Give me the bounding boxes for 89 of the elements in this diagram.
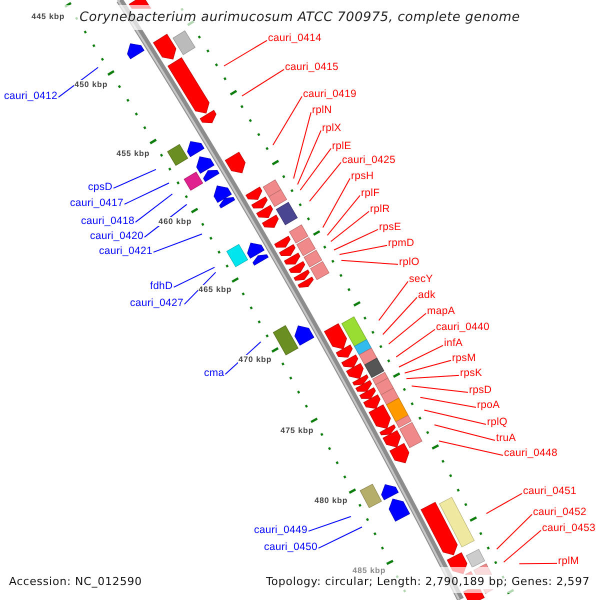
genome-summary-text: Topology: circular; Length: 2,790,189 bp; Genes: 2,597 — [266, 576, 590, 588]
leader-line — [300, 148, 332, 191]
tick-label: 470 kbp — [238, 354, 273, 364]
gene-label: cma — [204, 367, 224, 379]
gene-label: adk — [418, 289, 436, 301]
leader-line — [496, 514, 532, 550]
accession-text: Accession: NC_012590 — [9, 576, 142, 588]
leader-line — [318, 526, 362, 549]
leader-line — [434, 424, 496, 441]
leader-line — [406, 374, 460, 380]
leader-line — [308, 516, 352, 532]
gene-label: cauri_0414 — [268, 32, 322, 44]
gene-label: rplX — [322, 122, 342, 134]
gene-label: rpsK — [460, 367, 482, 379]
gene-label: fdhD — [150, 280, 173, 292]
tick-label: 475 kbp — [280, 426, 315, 434]
leader-line — [486, 492, 522, 514]
tick-label: 450 kbp — [74, 80, 109, 88]
gene-label: cauri_0415 — [285, 61, 338, 73]
gene-label: cauri_0450 — [264, 541, 318, 553]
gene-label: cauri_0453 — [542, 522, 596, 534]
leader-line — [152, 234, 202, 253]
tick-label: 465 kbp — [198, 284, 233, 294]
gene-label: cauri_0427 — [130, 297, 184, 309]
leader-line — [184, 272, 216, 305]
gene-label: cauri_0418 — [81, 215, 134, 227]
gene-label: cauri_0440 — [436, 321, 490, 333]
gene-label: rpsM — [452, 352, 476, 364]
leader-line — [113, 168, 156, 189]
gene-label: cauri_0412 — [4, 90, 58, 102]
leader-line — [297, 130, 322, 185]
leader-line — [438, 440, 504, 456]
tick-label: 480 kbp — [314, 496, 349, 504]
gene-label: cpsD — [88, 181, 113, 193]
leader-line — [398, 344, 444, 368]
leader-line — [309, 162, 342, 202]
leader-line — [411, 386, 468, 393]
gene-label: rplF — [361, 187, 380, 199]
tick-label: 460 kbp — [158, 216, 193, 226]
tick-label: 455 kbp — [116, 148, 151, 158]
gene-label: cauri_0421 — [99, 245, 152, 257]
leader-line — [396, 328, 436, 358]
gene-label: infA — [444, 337, 463, 349]
map-title: Corynebacterium aurimucosum ATCC 700975, complete genome — [80, 10, 520, 26]
gene-label: cauri_0420 — [90, 230, 144, 242]
leader-line — [420, 396, 476, 408]
tick-label: 485 kbp — [352, 566, 387, 574]
leader-line — [272, 96, 302, 146]
leader-line — [224, 40, 268, 66]
gene-label: secY — [409, 273, 433, 285]
gene-label: rpsD — [469, 384, 492, 396]
gene-label: rpsH — [351, 170, 374, 182]
leader-line — [404, 360, 452, 374]
gene-label: rplE — [332, 140, 352, 152]
leader-line — [334, 228, 378, 250]
gene-label: cauri_0451 — [523, 485, 576, 497]
leader-line — [503, 530, 542, 563]
leader-line — [378, 280, 408, 321]
leader-line — [340, 260, 398, 265]
gene-label: cauri_0419 — [303, 88, 356, 100]
gene-label: rplN — [312, 104, 332, 116]
leader-line — [424, 410, 486, 425]
gene-label: rplQ — [487, 416, 508, 428]
leader-line — [330, 210, 370, 242]
gene-label: cauri_0448 — [504, 447, 558, 459]
gene-label: mapA — [427, 305, 456, 317]
leader-line — [134, 194, 173, 223]
tick-label: 445 kbp — [30, 12, 66, 20]
leader-line — [124, 182, 170, 205]
leader-line — [293, 112, 312, 179]
gene-label: rplR — [370, 203, 390, 215]
leader-line — [339, 244, 388, 255]
leader-line — [322, 178, 350, 228]
leader-line — [382, 296, 418, 336]
leader-line — [173, 266, 216, 288]
leader-line — [242, 68, 284, 96]
gene-label: cauri_0417 — [70, 197, 124, 209]
gene-label: truA — [496, 432, 516, 444]
gene-label: cauri_0452 — [533, 506, 586, 518]
leader-line — [388, 312, 426, 345]
gene-label: rplO — [399, 256, 420, 268]
leader-line — [518, 562, 558, 564]
leader-line — [326, 194, 360, 236]
gene-label: rplM — [558, 555, 580, 567]
gene-label: rpsE — [379, 221, 402, 233]
gene-label: cauri_0425 — [342, 154, 396, 166]
gene-label: rpmD — [388, 237, 414, 249]
gene-label: rpoA — [477, 399, 500, 411]
gene-label: cauri_0449 — [254, 524, 308, 536]
